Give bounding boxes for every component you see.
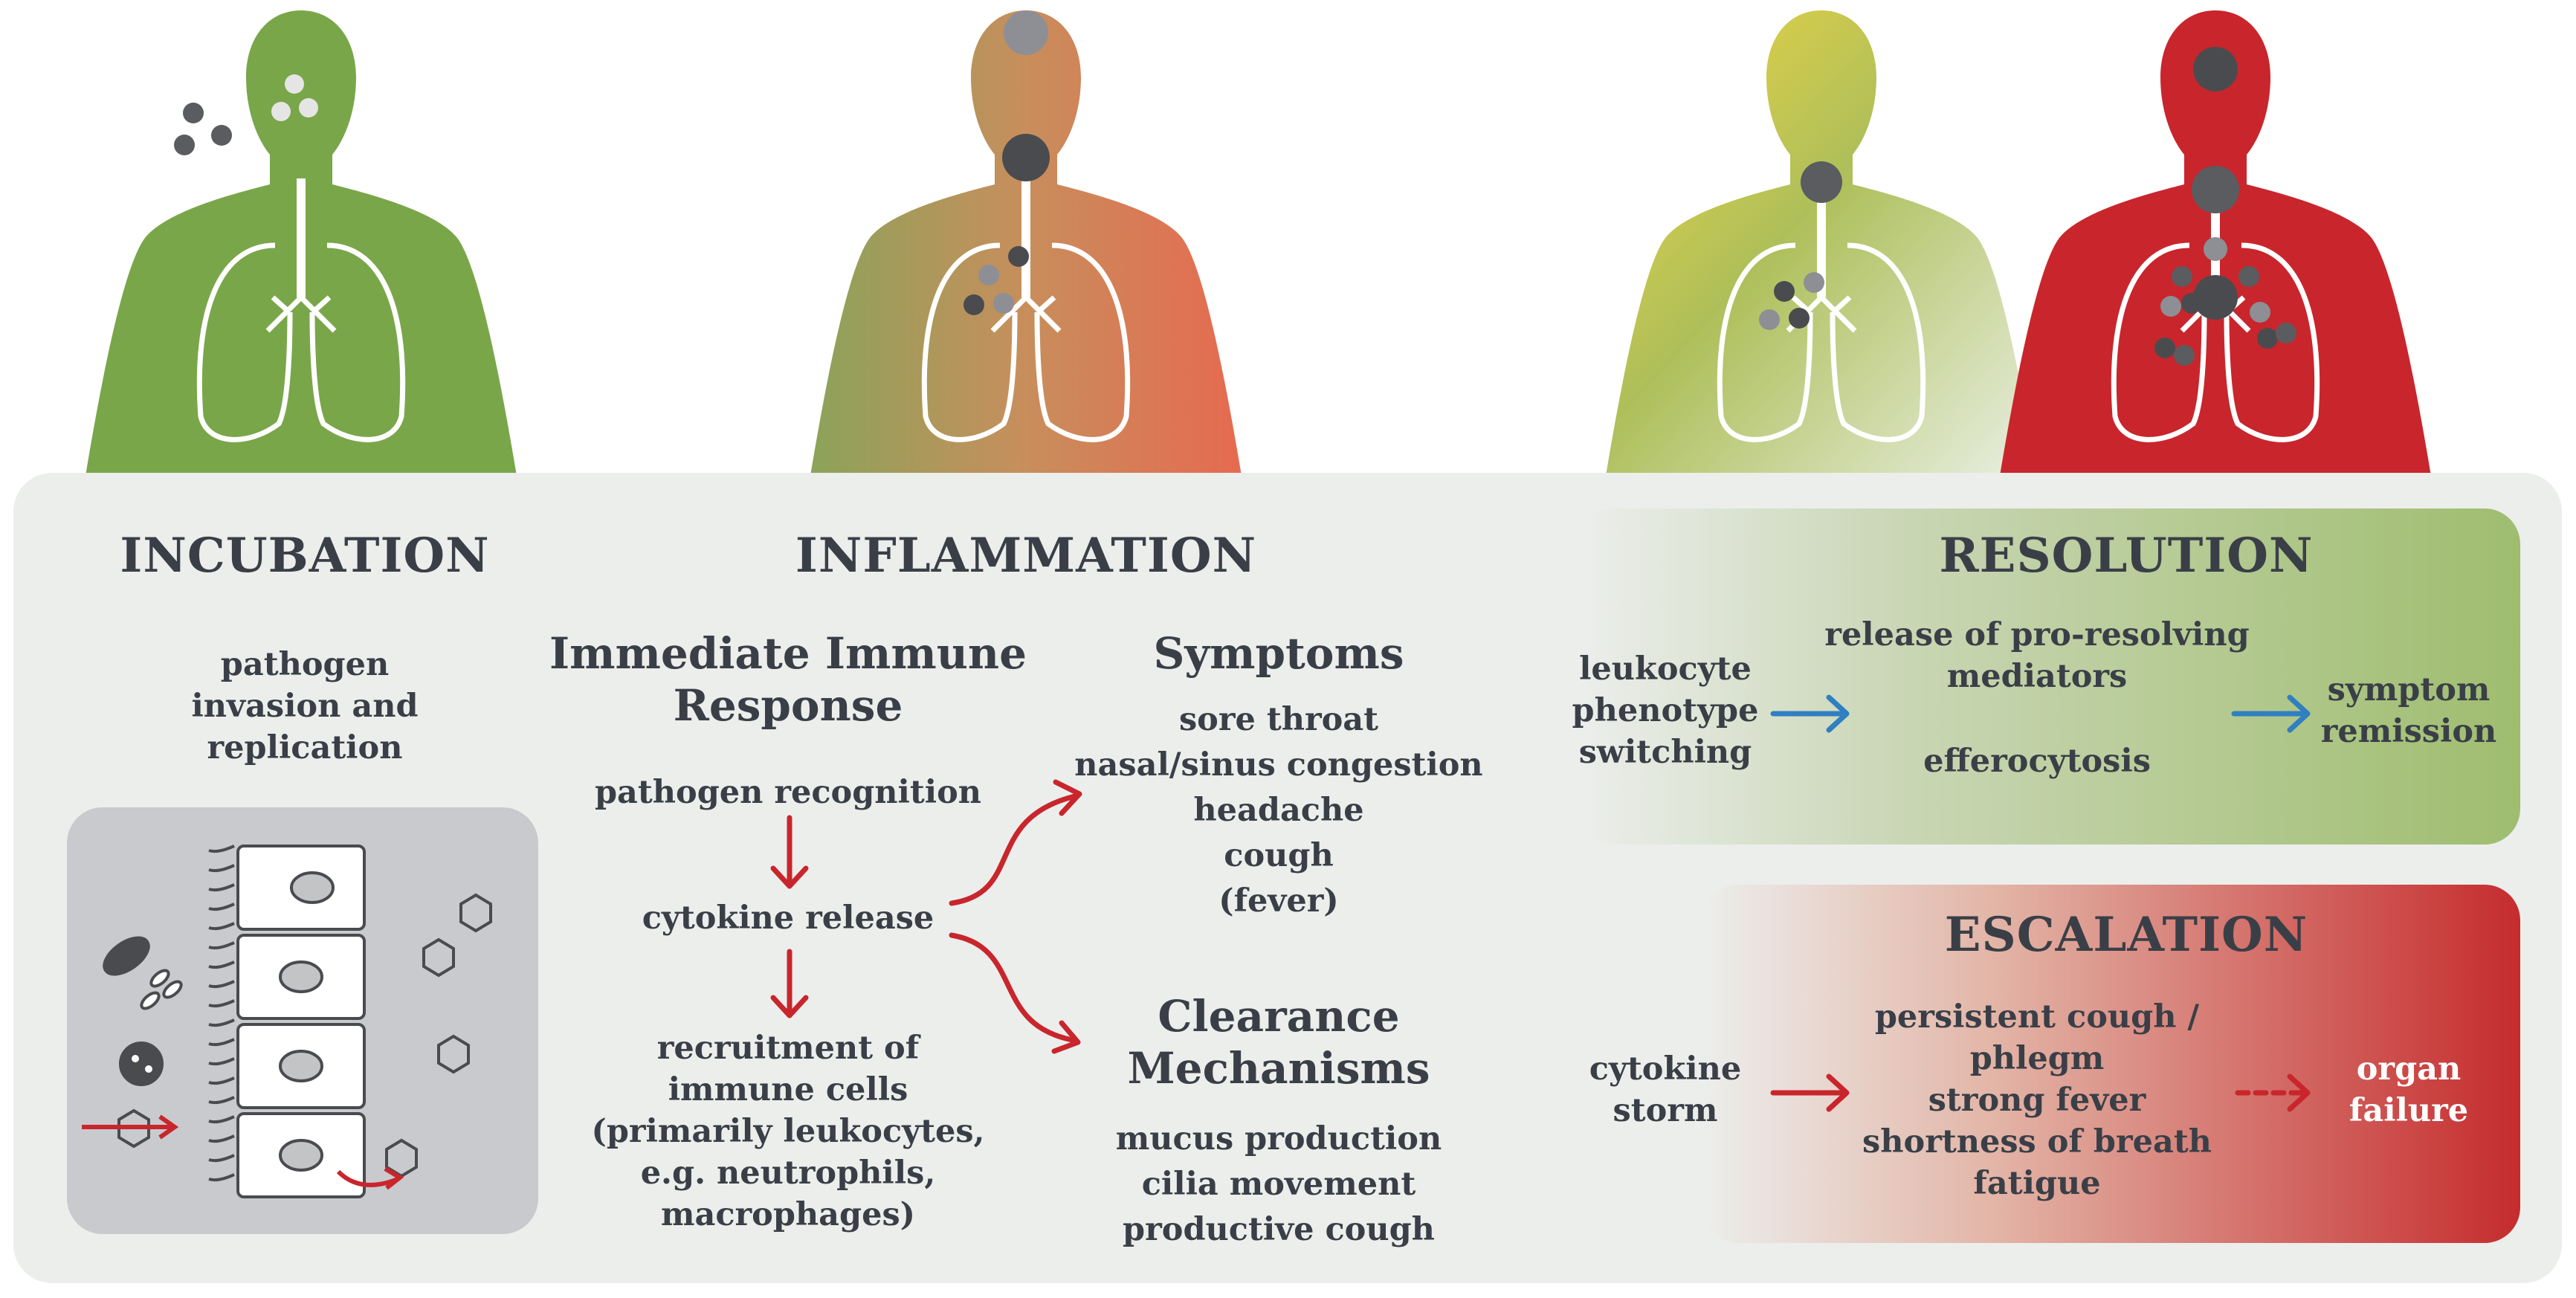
clearance-heading: Clearance Mechanisms	[1093, 990, 1465, 1094]
clearance-list: mucus production cilia movement producti…	[1056, 1117, 1502, 1253]
incubation-description: pathogen invasion and replication	[112, 644, 498, 769]
resolution-box	[1576, 508, 2520, 845]
immune-cell-recruitment-line: recruitment of	[656, 1030, 920, 1067]
symptom-remission-line: remission	[2320, 713, 2497, 750]
figure-incubation	[85, 10, 517, 476]
figure-resolution	[1606, 10, 2037, 476]
organ-failure-line: organ	[2356, 1050, 2462, 1088]
immune-cell-recruitment-line: e.g. neutrophils,	[640, 1155, 936, 1192]
immune-response-heading-line: Immediate Immune	[549, 628, 1027, 679]
cytokine-storm-line: cytokine	[1589, 1050, 1742, 1088]
organ-failure-line: failure	[2349, 1092, 2469, 1129]
symptoms-heading: Symptoms	[1153, 628, 1404, 679]
symptom-remission-line: symptom	[2327, 671, 2491, 708]
resolution-title: RESOLUTION	[1939, 528, 2314, 584]
immune-cell-recruitment-line: macrophages)	[660, 1196, 916, 1233]
clearance-item: productive cough	[1123, 1211, 1435, 1248]
clearance-heading-line: Clearance	[1158, 991, 1400, 1042]
escalated-symptoms-step: persistent cough / phlegm strong fever s…	[1836, 996, 2238, 1204]
symptom-item: (fever)	[1218, 882, 1339, 920]
incubation-title: INCUBATION	[120, 528, 490, 584]
symptom-item: headache	[1193, 792, 1364, 829]
pro-resolving-mediators-line: release of pro-resolving	[1824, 616, 2250, 653]
immune-cell-recruitment-step: recruitment of immune cells (primarily l…	[565, 1027, 1011, 1236]
incubation-description-line: pathogen	[220, 646, 390, 683]
immune-cell-recruitment-line: (primarily leukocytes,	[591, 1113, 985, 1150]
figure-escalation	[2000, 10, 2431, 476]
immune-response-heading-line: Response	[673, 680, 903, 731]
escalated-symptom-line: strong fever	[1928, 1082, 2146, 1119]
clearance-item: mucus production	[1115, 1120, 1442, 1157]
symptom-item: nasal/sinus congestion	[1074, 746, 1483, 784]
incubation-description-line: invasion and	[191, 688, 419, 725]
immune-cell-recruitment-line: immune cells	[668, 1071, 908, 1108]
symptom-item: sore throat	[1178, 701, 1379, 738]
cytokine-storm-step: cytokine storm	[1569, 1048, 1762, 1131]
leukocyte-switching-line: leukocyte	[1579, 650, 1752, 688]
inflammation-title: INFLAMMATION	[795, 528, 1257, 584]
incubation-description-line: replication	[207, 729, 403, 766]
pathogen-particles	[174, 74, 318, 155]
escalated-symptom-line: phlegm	[1969, 1040, 2105, 1077]
efferocytosis-step: efferocytosis	[1923, 743, 2151, 780]
cytokine-release-step: cytokine release	[642, 900, 934, 937]
pro-resolving-mediators-line: mediators	[1946, 658, 2128, 695]
leukocyte-switching-line: phenotype	[1572, 692, 1759, 729]
clearance-item: cilia movement	[1141, 1166, 1416, 1203]
epithelium-illustration	[82, 845, 492, 1198]
figure-inflammation	[810, 10, 1242, 476]
human-figures	[0, 0, 2576, 476]
leukocyte-switching-line: switching	[1578, 734, 1752, 771]
escalation-title: ESCALATION	[1944, 907, 2308, 963]
cytokine-storm-line: storm	[1613, 1092, 1718, 1129]
escalated-symptom-line: fatigue	[1973, 1165, 2101, 1202]
organ-failure-step: organ failure	[2320, 1048, 2498, 1131]
escalated-symptom-line: shortness of breath	[1862, 1123, 2212, 1160]
escalation-box	[1702, 885, 2520, 1243]
leukocyte-switching-step: leukocyte phenotype switching	[1561, 648, 1769, 773]
symptom-item: cough	[1224, 837, 1334, 874]
escalated-symptom-line: persistent cough /	[1874, 998, 2200, 1036]
pathogen-recognition-step: pathogen recognition	[594, 774, 982, 811]
symptom-remission-step: symptom remission	[2305, 669, 2513, 752]
symptoms-list: sore throat nasal/sinus congestion heada…	[1056, 697, 1502, 924]
pro-resolving-mediators-step: release of pro-resolving mediators	[1807, 614, 2267, 697]
immune-response-heading: Immediate Immune Response	[543, 627, 1033, 732]
clearance-heading-line: Mechanisms	[1127, 1043, 1430, 1094]
